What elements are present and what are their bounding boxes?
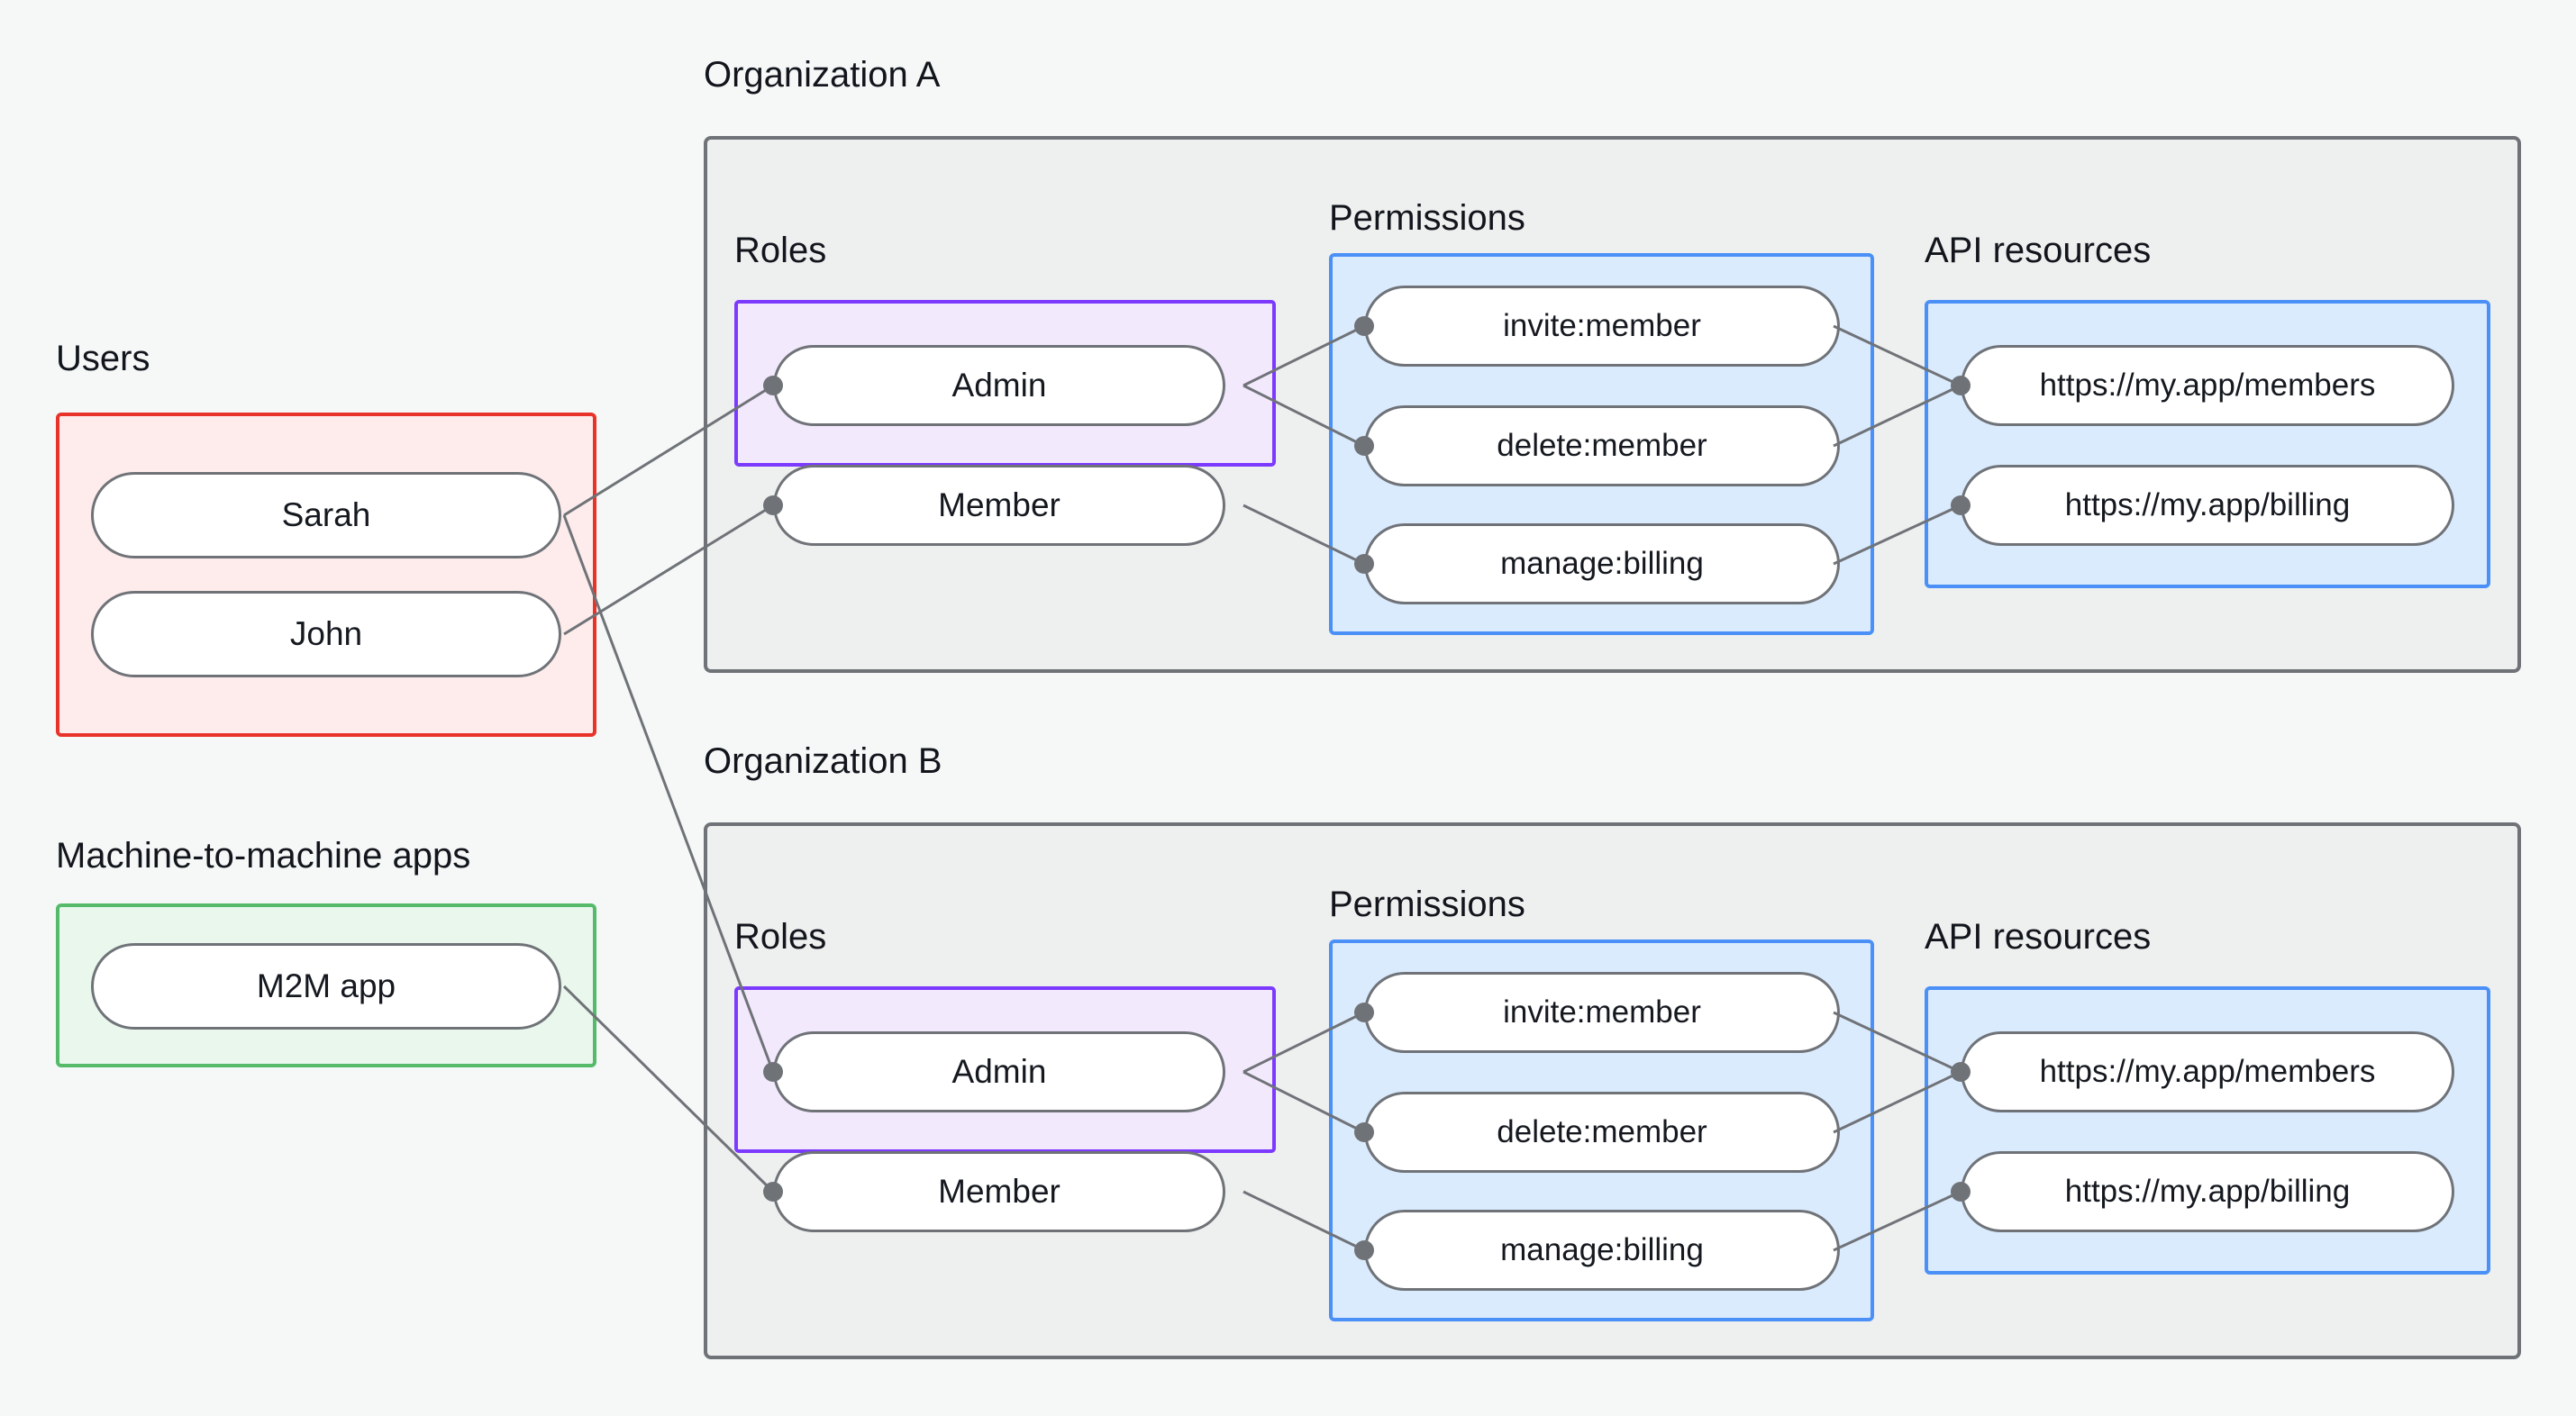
org-a-api-caption: API resources xyxy=(1925,231,2152,270)
permission-label: delete:member xyxy=(1497,428,1707,463)
user-label: Sarah xyxy=(281,496,371,533)
m2m-label: M2M app xyxy=(256,967,396,1004)
org-b-role-admin[interactable]: Admin xyxy=(773,1031,1225,1112)
org-a-roles-caption: Roles xyxy=(734,231,827,270)
role-label: Admin xyxy=(951,1053,1047,1090)
org-a-permission-invite-member[interactable]: invite:member xyxy=(1364,286,1840,367)
m2m-caption: Machine-to-machine apps xyxy=(56,836,471,876)
org-b-permissions-caption: Permissions xyxy=(1329,885,1525,924)
api-resource-label: https://my.app/billing xyxy=(2064,487,2351,522)
org-a-caption: Organization A xyxy=(704,55,941,95)
role-label: Member xyxy=(938,486,1060,523)
permission-label: invite:member xyxy=(1503,308,1701,343)
org-b-caption: Organization B xyxy=(704,741,942,781)
permission-label: manage:billing xyxy=(1500,546,1704,581)
api-resource-label: https://my.app/members xyxy=(2039,1054,2376,1089)
org-a-role-member[interactable]: Member xyxy=(773,465,1225,546)
user-node-john[interactable]: John xyxy=(91,591,561,677)
users-caption: Users xyxy=(56,339,150,378)
org-b-role-member[interactable]: Member xyxy=(773,1151,1225,1232)
users-container xyxy=(56,413,596,737)
org-b-roles-caption: Roles xyxy=(734,917,827,957)
org-a-permission-delete-member[interactable]: delete:member xyxy=(1364,405,1840,486)
org-a-permissions-caption: Permissions xyxy=(1329,198,1525,238)
permission-label: manage:billing xyxy=(1500,1232,1704,1267)
api-resource-label: https://my.app/billing xyxy=(2064,1174,2351,1209)
role-label: Admin xyxy=(951,367,1047,404)
permission-label: delete:member xyxy=(1497,1114,1707,1149)
api-resource-label: https://my.app/members xyxy=(2039,368,2376,403)
org-b-permission-invite-member[interactable]: invite:member xyxy=(1364,972,1840,1053)
org-a-role-admin[interactable]: Admin xyxy=(773,345,1225,426)
m2m-node-app[interactable]: M2M app xyxy=(91,943,561,1030)
org-a-api-resource-billing[interactable]: https://my.app/billing xyxy=(1961,465,2454,546)
org-b-api-resource-billing[interactable]: https://my.app/billing xyxy=(1961,1151,2454,1232)
org-a-permission-manage-billing[interactable]: manage:billing xyxy=(1364,523,1840,604)
org-b-permission-delete-member[interactable]: delete:member xyxy=(1364,1092,1840,1173)
org-a-api-resource-members[interactable]: https://my.app/members xyxy=(1961,345,2454,426)
user-node-sarah[interactable]: Sarah xyxy=(91,472,561,558)
role-label: Member xyxy=(938,1173,1060,1210)
permission-label: invite:member xyxy=(1503,994,1701,1030)
org-b-api-caption: API resources xyxy=(1925,917,2152,957)
org-b-api-resource-members[interactable]: https://my.app/members xyxy=(1961,1031,2454,1112)
org-b-permission-manage-billing[interactable]: manage:billing xyxy=(1364,1210,1840,1291)
user-label: John xyxy=(289,615,363,652)
